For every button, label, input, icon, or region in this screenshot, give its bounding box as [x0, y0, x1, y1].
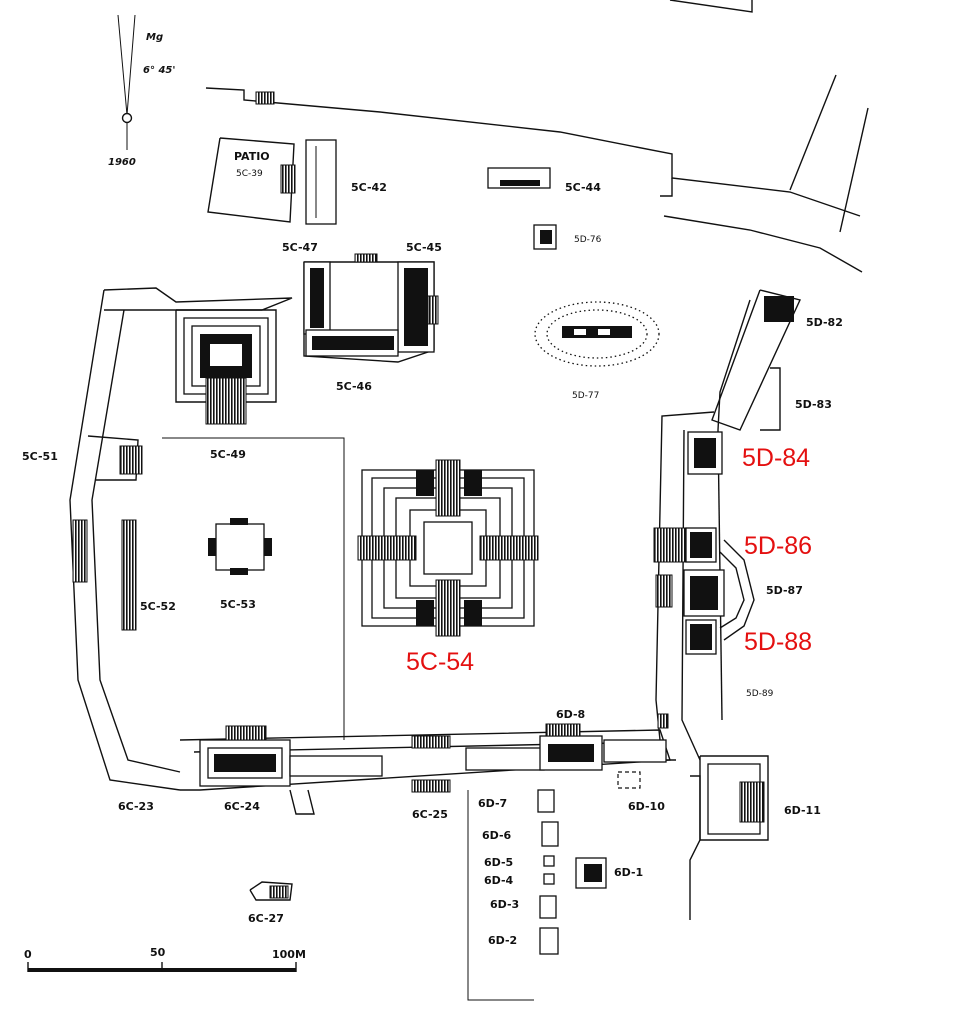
label-6d-5: 6D-5	[484, 856, 513, 869]
label-6d-8: 6D-8	[556, 708, 585, 721]
scale-label-100m: 100M	[272, 948, 306, 961]
north-arrow-year-label: 1960	[108, 157, 136, 168]
label-6d-10: 6D-10	[628, 800, 665, 813]
north-arrow-declination-label: 6° 45'	[143, 65, 175, 76]
label-6c-25: 6C-25	[412, 808, 448, 821]
structure-5d-76	[533, 224, 557, 250]
label-6c-23: 6C-23	[118, 800, 154, 813]
label-5d-76: 5D-76	[574, 235, 602, 245]
structure-5c-45-46-47-quad	[303, 253, 439, 363]
label-5c-42: 5C-42	[351, 181, 387, 194]
structure-5c-53	[208, 518, 272, 575]
label-5c-44: 5C-44	[565, 181, 601, 194]
scale-bar	[27, 962, 297, 972]
label-5d-87: 5D-87	[766, 584, 803, 597]
structure-5c-49-pyramid	[175, 309, 277, 425]
structure-5c-42	[305, 139, 337, 225]
label-6c-24: 6C-24	[224, 800, 260, 813]
label-6d-2: 6D-2	[488, 934, 517, 947]
eastern-platform	[653, 411, 755, 761]
label-5c-51: 5C-51	[22, 450, 58, 463]
structure-6d-group	[467, 789, 559, 1001]
label-5c-54: 5C-54	[406, 648, 474, 676]
label-5d-89: 5D-89	[746, 689, 774, 699]
label-6d-7: 6D-7	[478, 797, 507, 810]
patio-5c-39	[207, 137, 296, 223]
scale-label-0: 0	[24, 948, 32, 961]
label-5d-77: 5D-77	[572, 391, 599, 401]
north-arrow-icon	[117, 14, 136, 150]
label-6c-27: 6C-27	[248, 912, 284, 925]
structure-6d-1	[575, 857, 607, 889]
label-6d-11: 6D-11	[784, 804, 821, 817]
structure-6d-11	[689, 755, 769, 920]
structure-5d-77	[534, 301, 660, 367]
label-5c-45: 5C-45	[406, 241, 442, 254]
label-5c-46: 5C-46	[336, 380, 372, 393]
label-5d-88: 5D-88	[744, 628, 812, 656]
north-arrow-magnetic-label: Mg	[146, 32, 163, 43]
patio-code: 5C-39	[236, 169, 263, 179]
structure-6d-10	[617, 771, 641, 789]
label-5d-83: 5D-83	[795, 398, 832, 411]
label-6d-3: 6D-3	[490, 898, 519, 911]
label-6d-6: 6D-6	[482, 829, 512, 842]
label-5d-84: 5D-84	[742, 444, 810, 472]
label-5c-47: 5C-47	[282, 241, 318, 254]
structure-5c-54-radial-pyramid	[357, 459, 539, 637]
label-6d-4: 6D-4	[484, 874, 514, 887]
southern-causeway	[179, 713, 671, 815]
structure-6c-27	[249, 881, 293, 901]
label-5c-49: 5C-49	[210, 448, 246, 461]
structure-5d-82-83	[711, 289, 801, 431]
label-5c-53: 5C-53	[220, 598, 256, 611]
label-6d-1: 6D-1	[614, 866, 643, 879]
label-5c-52: 5C-52	[140, 600, 176, 613]
patio-title: PATIO	[234, 150, 270, 163]
label-5d-86: 5D-86	[744, 532, 812, 560]
structure-5c-44	[487, 167, 551, 189]
western-platform-boundary	[69, 287, 345, 791]
northern-boundary-lines	[205, 0, 869, 273]
scale-label-50: 50	[150, 946, 166, 959]
label-5d-82: 5D-82	[806, 316, 843, 329]
